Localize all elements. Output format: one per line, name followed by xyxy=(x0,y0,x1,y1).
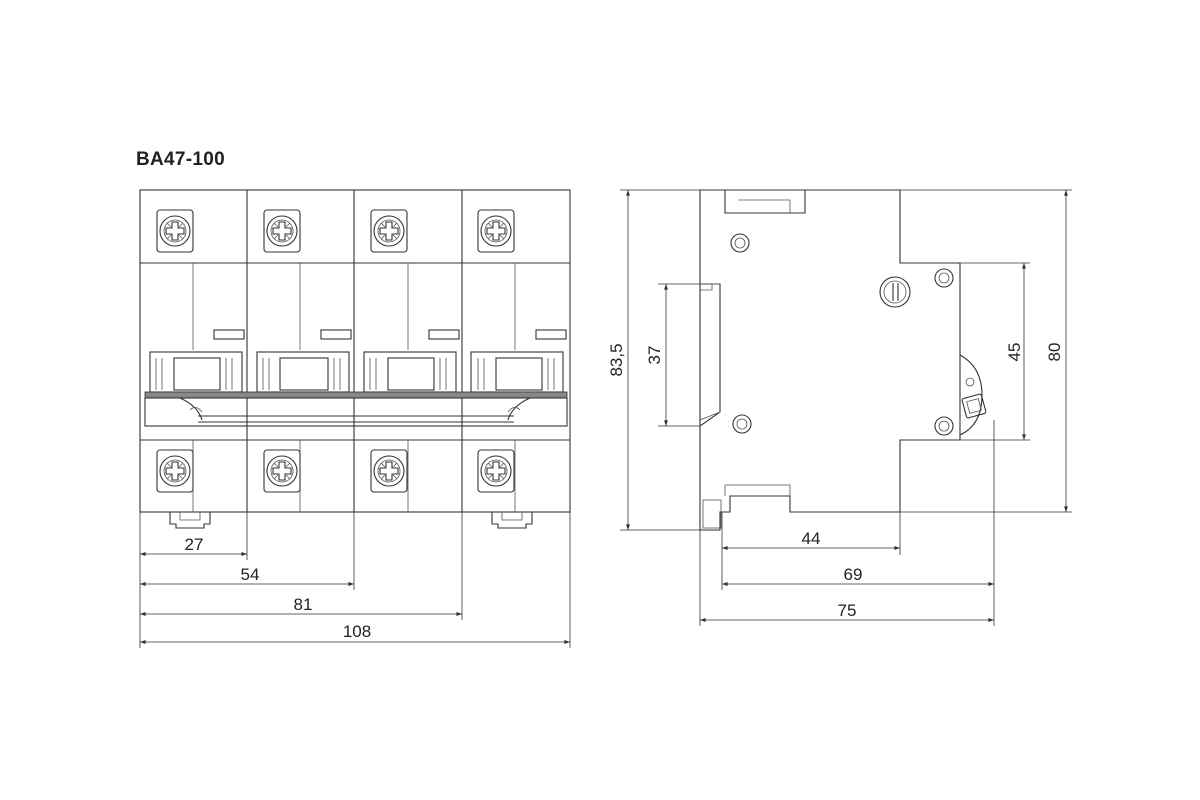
dim-label-44: 44 xyxy=(802,529,821,548)
side-body-outline xyxy=(699,189,961,531)
dim-label-80: 80 xyxy=(1045,343,1064,362)
dim-label-54: 54 xyxy=(241,565,260,584)
dim-label-45: 45 xyxy=(1005,343,1024,362)
side-dimensions: 83,5 37 45 80 44 69 75 xyxy=(607,189,1072,626)
model-title: BA47-100 xyxy=(136,149,226,170)
dim-label-83-5: 83,5 xyxy=(607,343,626,376)
dim-label-37: 37 xyxy=(645,346,664,365)
front-body-outline xyxy=(139,189,571,513)
dim-label-108: 108 xyxy=(343,622,371,641)
dim-label-81: 81 xyxy=(294,595,313,614)
front-view xyxy=(139,189,571,529)
dim-label-27: 27 xyxy=(185,535,204,554)
dim-label-75: 75 xyxy=(838,601,857,620)
dim-label-69: 69 xyxy=(844,565,863,584)
side-view xyxy=(699,189,987,531)
front-dimensions: 27 54 81 108 xyxy=(139,512,571,648)
